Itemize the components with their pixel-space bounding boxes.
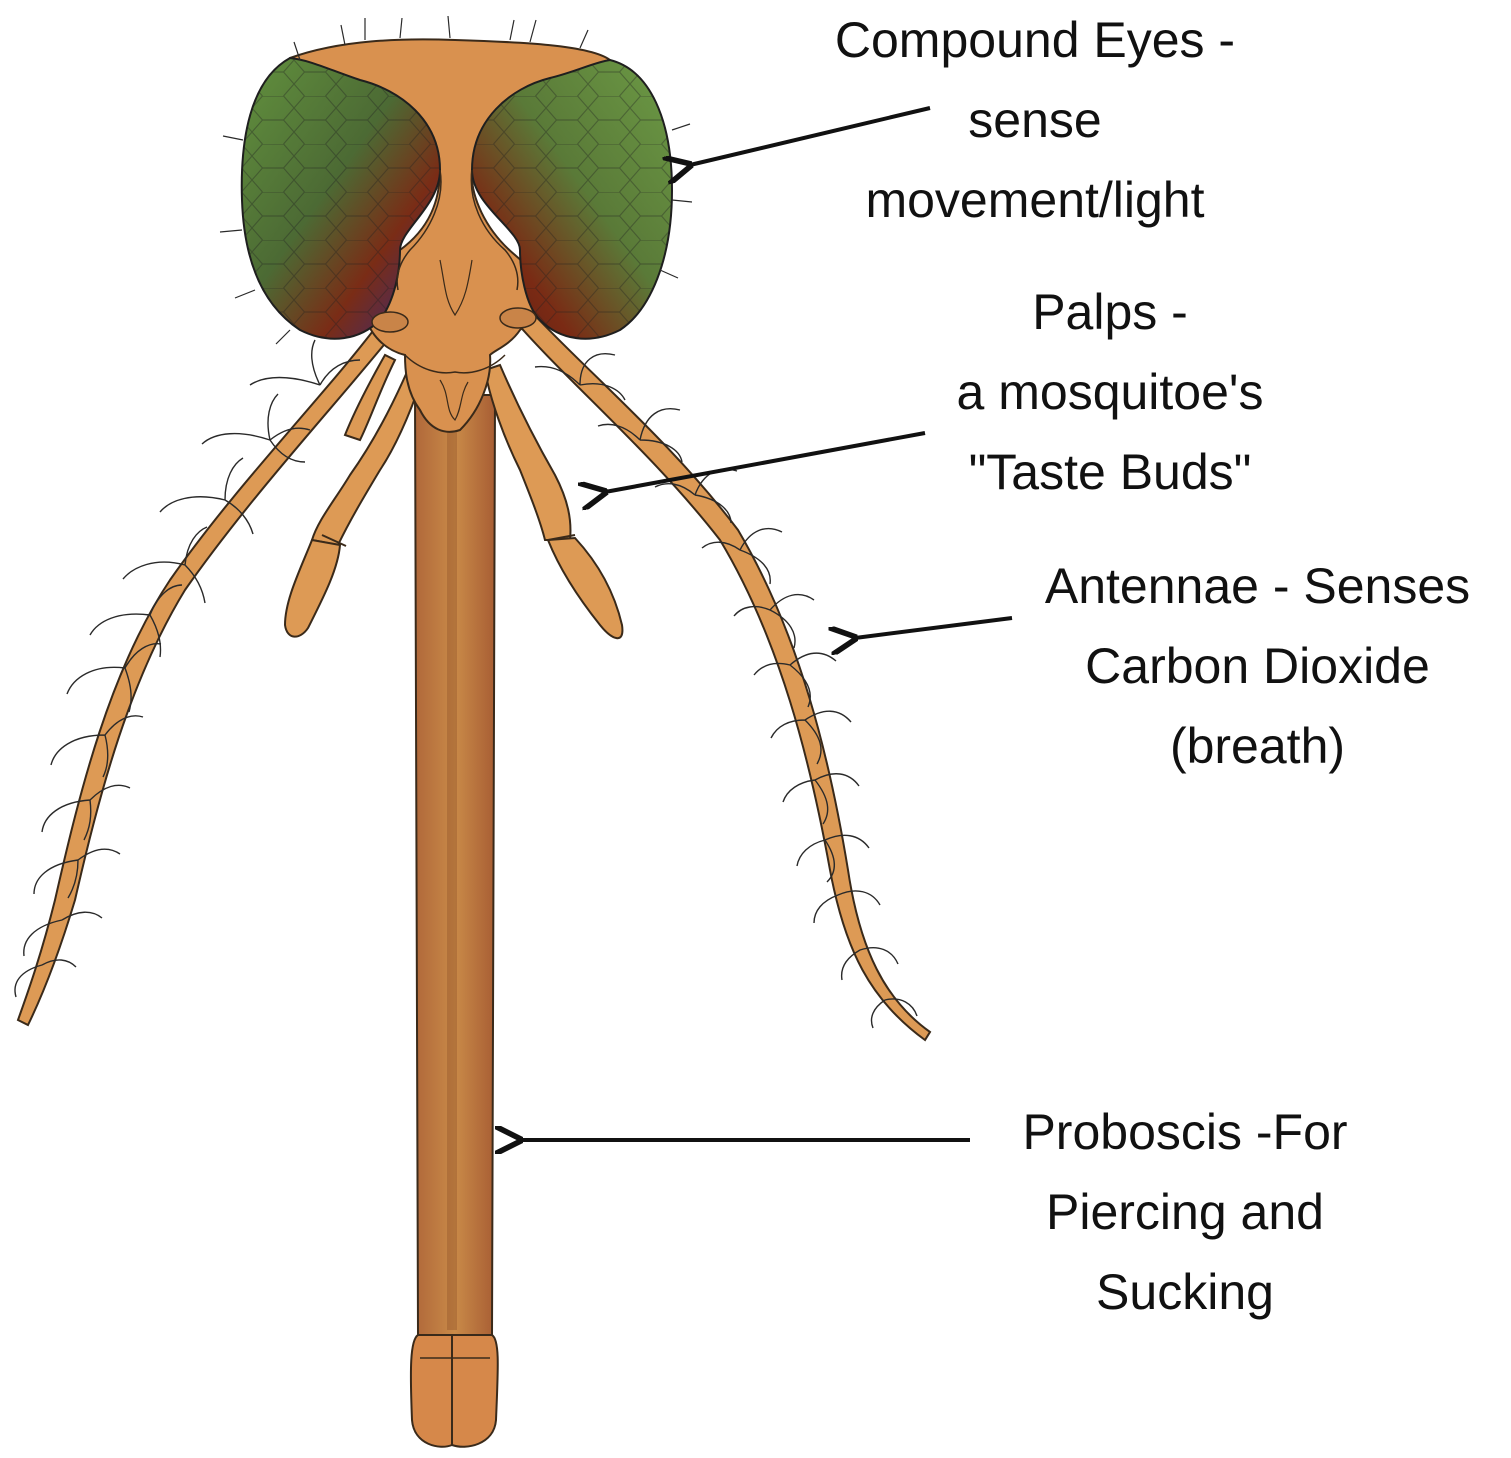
label-line: "Taste Buds" xyxy=(880,432,1340,512)
label-compound-eyes: Compound Eyes - sense movement/light xyxy=(780,0,1290,240)
label-line: Piercing and xyxy=(960,1172,1410,1252)
label-line: Carbon Dioxide xyxy=(1005,626,1510,706)
arrow-antennae xyxy=(855,618,1012,638)
label-line: Compound Eyes - xyxy=(780,0,1290,80)
mosquito-head xyxy=(220,16,692,432)
label-proboscis: Proboscis -For Piercing and Sucking xyxy=(960,1092,1410,1332)
label-line: Proboscis -For xyxy=(960,1092,1410,1172)
label-line: movement/light xyxy=(780,160,1290,240)
proboscis xyxy=(411,395,498,1447)
label-line: Sucking xyxy=(960,1252,1410,1332)
label-line: a mosquitoe's xyxy=(880,352,1340,432)
label-line: sense xyxy=(780,80,1290,160)
label-antennae: Antennae - Senses Carbon Dioxide (breath… xyxy=(1005,546,1510,786)
label-palps: Palps - a mosquitoe's "Taste Buds" xyxy=(880,272,1340,512)
label-line: (breath) xyxy=(1005,706,1510,786)
label-line: Antennae - Senses xyxy=(1005,546,1510,626)
label-line: Palps - xyxy=(880,272,1340,352)
